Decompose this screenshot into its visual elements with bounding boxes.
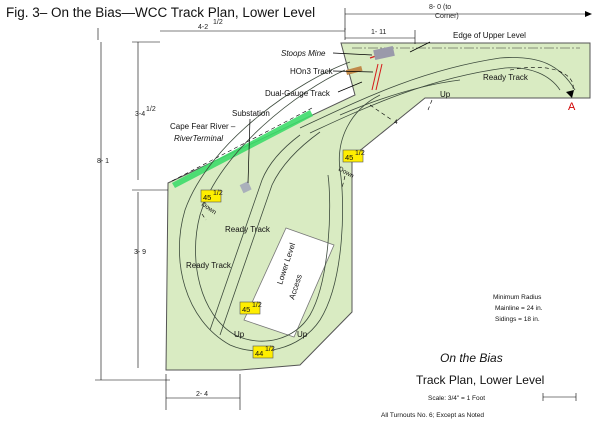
svg-text:2- 4: 2- 4 [196, 391, 208, 398]
hon3-leader [332, 70, 374, 73]
label-up-left: Up [234, 330, 245, 339]
upper-track-3 [339, 79, 461, 116]
svg-text:8- 1: 8- 1 [97, 158, 109, 165]
label-cape-fear-2: RiverTerminal [174, 134, 223, 143]
svg-text:Corner): Corner) [435, 13, 459, 20]
substation-leader [247, 118, 251, 184]
dimension-left-lower: 3- 9 [132, 189, 168, 368]
label-substation: Substation [232, 109, 270, 118]
svg-text:8- 0 (to: 8- 0 (to [429, 4, 451, 11]
grade-box-4: 44 1/2 [252, 345, 275, 359]
svg-text:3-4: 3-4 [135, 111, 145, 118]
label-hon3-track: HOn3 Track [290, 67, 334, 76]
dimension-top-right: 8- 0 (to Corner) [344, 4, 592, 30]
label-turnout-4: 4 [394, 119, 398, 126]
mine-siding-brown [345, 65, 363, 75]
upper-track-1 [299, 57, 576, 129]
stoops-leader [332, 52, 373, 56]
marker-a: A [568, 101, 576, 113]
dimension-notch: 1- 11 [345, 29, 416, 44]
loop-track-inner [195, 69, 346, 342]
svg-text:45: 45 [345, 153, 353, 162]
label-edge-upper-level: Edge of Upper Level [453, 31, 526, 40]
grade-box-2: 45 1/2 [342, 149, 365, 163]
grade-box-3: 45 1/2 [239, 301, 262, 315]
footer-plan-title: Track Plan, Lower Level [416, 373, 544, 387]
svg-text:1/2: 1/2 [146, 106, 156, 113]
upper-track-2 [309, 67, 561, 134]
up-top-arrow [427, 99, 433, 111]
svg-text:1/2: 1/2 [265, 346, 275, 353]
dimension-total-height: 8- 1 [95, 42, 170, 381]
dimension-bottom: 2- 4 [165, 374, 241, 410]
label-ready-track-top: Ready Track [483, 73, 529, 82]
edge-upper-leader [409, 41, 431, 53]
substation-structure [239, 181, 252, 194]
svg-text:45: 45 [203, 193, 211, 202]
label-cape-fear-1: Cape Fear River – [170, 122, 236, 131]
dimension-left-upper: 3-4 1/2 [132, 41, 160, 180]
dual-gauge-arrow [369, 104, 393, 121]
label-up-right: Up [297, 330, 308, 339]
svg-text:1- 11: 1- 11 [371, 29, 387, 36]
svg-text:45: 45 [242, 305, 250, 314]
label-ready-track-mid: Ready Track [225, 225, 271, 234]
river-edge-line [171, 107, 313, 182]
down-left-arrow [201, 213, 207, 221]
hon3-track-line-b [375, 63, 383, 91]
lower-level-access-opening [243, 227, 335, 338]
min-radius-mainline: Mainline = 24 in. [495, 305, 543, 312]
dual-gauge-leader [337, 81, 363, 93]
down-right-arrow [341, 175, 346, 189]
grade-box-1: 45 1/2 [200, 189, 223, 203]
ready-track-loop-arrow [509, 67, 574, 96]
svg-text:1/2: 1/2 [355, 150, 365, 157]
footer-turnouts: All Turnouts No. 6; Except as Noted [381, 412, 484, 419]
svg-text:4-2: 4-2 [198, 24, 208, 31]
ready-track-loop-arrowhead [566, 90, 574, 98]
label-up-top: Up [440, 90, 451, 99]
min-radius-title: Minimum Radius [493, 294, 542, 301]
svg-text:3- 9: 3- 9 [134, 249, 146, 256]
svg-text:44: 44 [255, 349, 263, 358]
svg-text:1/2: 1/2 [213, 19, 223, 26]
label-ready-track-low: Ready Track [186, 261, 232, 270]
label-stoops-mine: Stoops Mine [281, 49, 326, 58]
label-dual-gauge: Dual-Gauge Track [265, 89, 331, 98]
figure-title: Fig. 3– On the Bias—WCC Track Plan, Lowe… [6, 5, 315, 20]
min-radius-sidings: Sidings = 18 in. [495, 316, 540, 323]
footer-scale: Scale: 3/4" = 1 Foot [428, 395, 485, 402]
stoops-mine-structure [373, 46, 395, 60]
svg-text:1/2: 1/2 [252, 302, 262, 309]
ready-track-1 [209, 134, 301, 331]
footer-name: On the Bias [440, 351, 503, 365]
loop-track-outer [179, 61, 381, 352]
dimension-top-left: 4-2 1/2 [97, 19, 346, 40]
svg-text:1/2: 1/2 [213, 190, 223, 197]
ready-track-2 [219, 131, 321, 336]
hon3-track-line-a [371, 63, 379, 91]
